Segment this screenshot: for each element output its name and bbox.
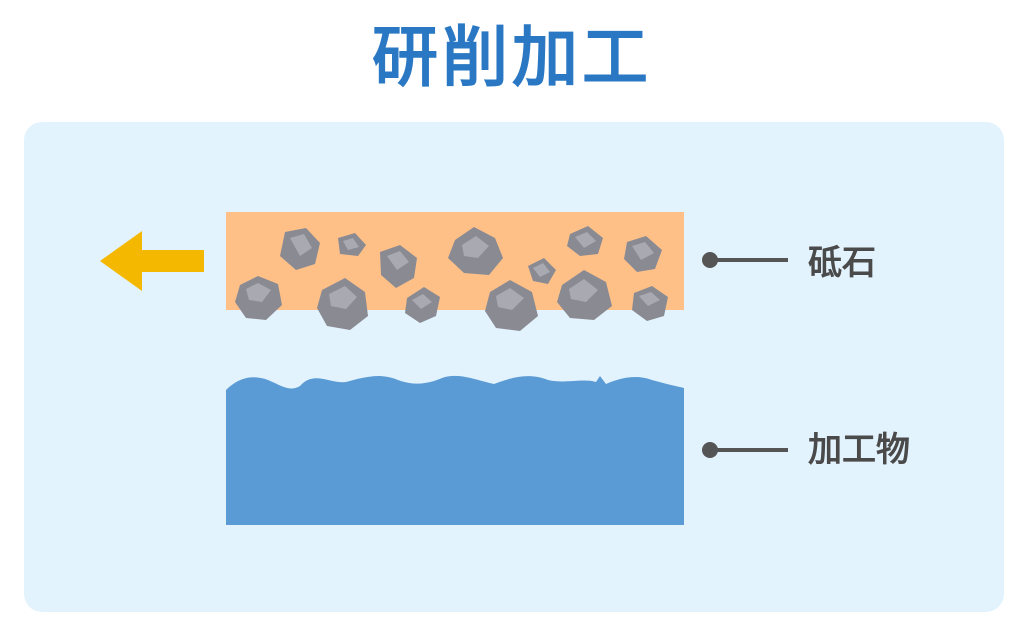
- rock-icon: [405, 287, 440, 323]
- workpiece-label: 加工物: [808, 430, 910, 470]
- rock-icon: [567, 226, 603, 256]
- diagram-panel: [24, 122, 1004, 612]
- rock-icon: [528, 258, 556, 284]
- page-title: 研削加工: [372, 19, 652, 96]
- rock-icon: [280, 228, 320, 270]
- abrasive-grains: [235, 226, 668, 331]
- rock-icon: [624, 236, 662, 272]
- rock-icon: [485, 280, 538, 331]
- rock-icon: [448, 227, 503, 275]
- rock-icon: [632, 286, 668, 321]
- rock-icon: [380, 245, 417, 288]
- workpiece: [226, 375, 684, 525]
- arrow-left-icon: [100, 231, 204, 291]
- grindstone-label: 砥石: [808, 243, 876, 283]
- workpiece-leader: [702, 442, 788, 458]
- rock-icon: [338, 233, 366, 256]
- rock-icon: [557, 270, 612, 320]
- rock-icon: [235, 276, 282, 320]
- grindstone-leader: [702, 252, 788, 268]
- rock-icon: [317, 278, 368, 330]
